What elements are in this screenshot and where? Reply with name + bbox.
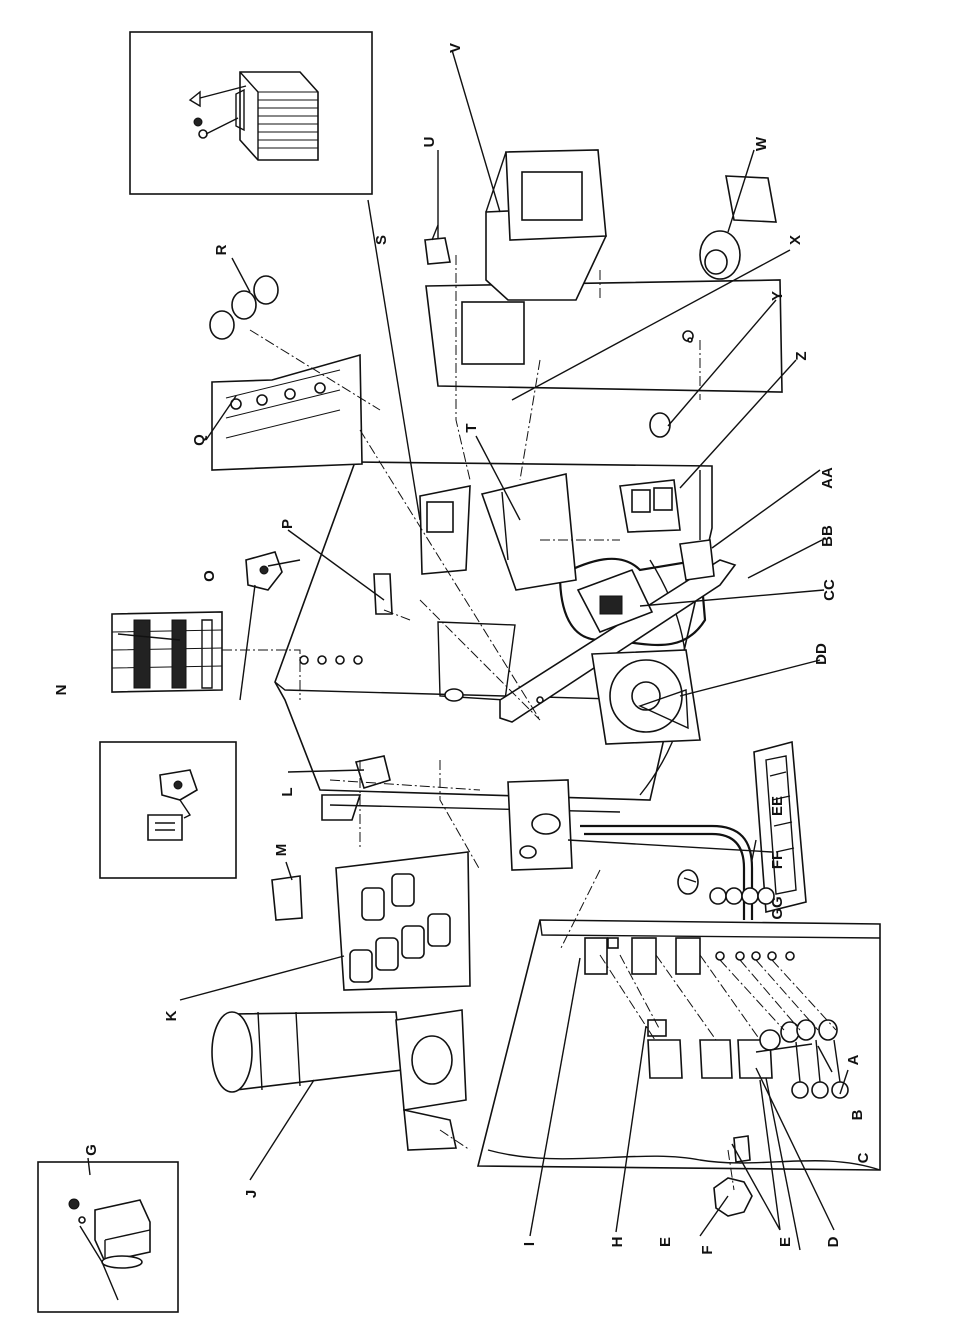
callout-ee: EE [769,796,786,816]
relay-board-z [619,479,681,533]
relay-bank-k [335,851,471,991]
relay-ee [507,779,573,871]
callout-e-left: E [657,1237,674,1247]
assembly-lines [222,255,837,1191]
callout-r: R [213,244,230,255]
cable-ff [580,824,754,920]
fuse-holders [759,1019,849,1099]
washer-stack [709,887,775,905]
fan-dd [591,649,701,745]
leader-lines [87,49,849,1251]
switch-o [239,551,283,701]
grommet-gg [677,869,699,895]
callout-m: M [273,844,290,857]
rear-panel [425,279,783,393]
callout-ff: FF [769,851,786,869]
callout-c: C [855,1152,872,1163]
bracket-t [480,473,577,591]
motor-j [211,1009,467,1151]
callout-g: G [83,1144,100,1156]
callout-f: F [699,1245,716,1254]
callout-bb: BB [819,525,836,547]
callout-p: P [279,519,296,529]
callout-x: X [787,235,804,245]
fuse-holder-p [373,573,393,615]
callout-i: I [521,1242,538,1246]
meter-box [485,149,607,301]
callout-u: U [421,137,438,148]
component-l [354,755,391,789]
callout-n: N [53,685,70,696]
callout-cc: CC [821,579,838,601]
callout-y: Y [769,291,786,301]
terminal-m [271,875,303,921]
fan-guard [753,740,807,914]
inset-s-heatsink [129,31,373,195]
connector-board-q [211,353,363,471]
callout-dd: DD [813,643,830,665]
board-cc [576,568,654,634]
callout-e-right: E [777,1237,794,1247]
callout-b: B [849,1109,866,1120]
callout-q: Q [191,434,208,446]
callout-gg: GG [769,896,786,919]
inset-l-component [99,741,237,879]
callout-h: H [609,1237,626,1248]
toggle-switch-u [424,224,451,265]
callout-s: S [373,235,390,245]
callout-k: K [163,1010,180,1021]
terminal-block-n [111,611,223,693]
callout-z: Z [793,351,810,360]
callout-t: T [463,423,480,432]
callout-v: V [447,43,464,53]
callout-labels: A B C D E E F G H I J K L M N O P Q R S … [53,43,872,1255]
relay-aa [679,539,715,581]
inset-g-relay [37,1161,179,1313]
callout-d: D [825,1236,842,1247]
knob-w [699,175,777,280]
callout-a: A [845,1054,862,1065]
callout-l: L [279,787,296,796]
circuit-board-s [419,485,471,575]
standoff-y [649,412,671,438]
rocker-switches-e [647,1019,773,1079]
lamps-r [209,275,279,340]
callout-j: J [243,1190,260,1198]
callout-w: W [753,136,770,151]
callout-aa: AA [819,467,836,489]
callout-o: O [201,570,218,582]
